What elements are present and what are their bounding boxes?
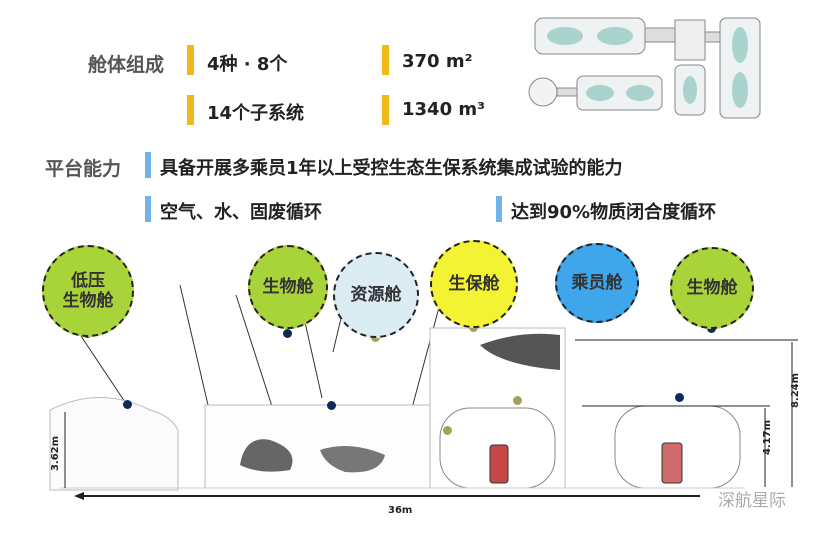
module-bubble-bio: 生物舱 (248, 245, 328, 329)
pointer-dot (123, 400, 132, 409)
pointer-dot (513, 396, 522, 405)
module-bubble-bio-2: 生物舱 (670, 247, 754, 329)
module-bubble-life-support: 生保舱 (430, 240, 518, 328)
watermark: 深航星际 (718, 491, 786, 511)
pointer-dot (283, 329, 292, 338)
module-bubble-low-pressure-bio: 低压 生物舱 (42, 245, 134, 337)
module-name: 生保舱 (448, 273, 500, 294)
volume-value: 1340 m³ (402, 99, 486, 120)
capability-label: 平台能力 (45, 158, 122, 180)
bullet-bar (382, 45, 389, 75)
subsystems: 14个子系统 (207, 103, 305, 124)
module-name: 生物舱 (262, 276, 314, 297)
module-bubble-resource: 资源舱 (333, 252, 419, 338)
bullet-bar (145, 196, 151, 222)
module-types: 4种 · 8个 (207, 54, 288, 75)
left-height-label: 3.62m (50, 435, 62, 472)
area-value: 370 m² (402, 51, 473, 72)
pointer-dot (675, 393, 684, 402)
module-name: 低压 生物舱 (62, 270, 114, 311)
capability-closure: 达到90%物质闭合度循环 (511, 202, 717, 223)
module-name: 乘员舱 (571, 272, 623, 293)
bullet-bar (187, 45, 194, 75)
bullet-bar (382, 95, 389, 125)
side-view-drawing (49, 271, 798, 500)
pod-height-label: 4.17m (762, 419, 774, 456)
composition-label: 舱体组成 (88, 54, 165, 76)
module-bubble-crew: 乘员舱 (555, 243, 639, 323)
module-name: 生物舱 (686, 277, 738, 298)
bullet-bar (496, 196, 502, 222)
pointer-dot (327, 401, 336, 410)
length-label: 36m (388, 505, 413, 516)
bullet-bar (187, 95, 194, 125)
total-height-label: 8.24m (790, 372, 802, 409)
bullet-bar (145, 152, 151, 178)
capability-cycle: 空气、水、固废循环 (160, 202, 322, 223)
pointer-dot (443, 426, 452, 435)
plan-view-drawing (528, 17, 761, 119)
capability-main: 具备开展多乘员1年以上受控生态生保系统集成试验的能力 (160, 158, 623, 179)
module-name: 资源舱 (350, 284, 402, 305)
